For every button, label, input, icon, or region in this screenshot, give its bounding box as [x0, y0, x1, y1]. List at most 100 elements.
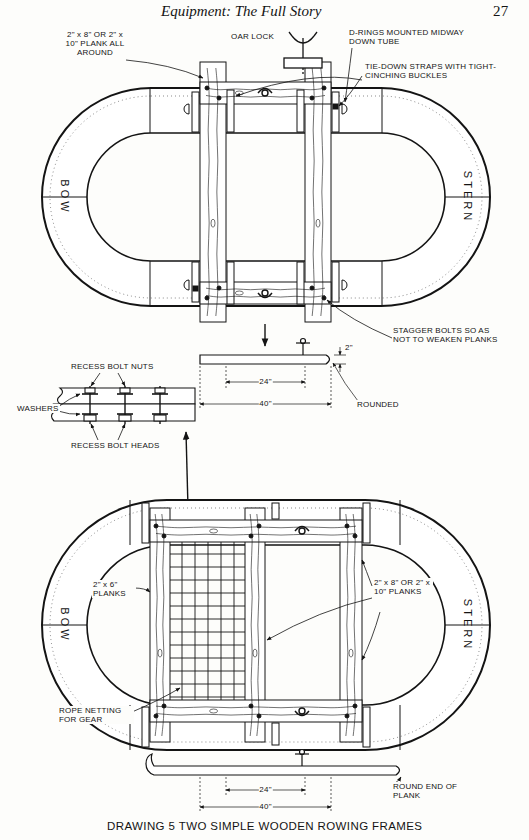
wood-grain	[155, 68, 356, 736]
leader-lines-bottom	[362, 560, 372, 586]
leader-lines-top	[236, 77, 362, 96]
note-label: ROUND END OF PLANK	[392, 782, 484, 800]
rope-netting	[170, 632, 245, 633]
dimension-lines-bottom	[305, 777, 306, 795]
wood-grain	[321, 68, 323, 316]
wood-grain	[206, 295, 325, 297]
rope-netting	[234, 542, 235, 700]
dimension-lines-top	[305, 366, 306, 388]
bolt-detail	[82, 393, 98, 395]
plank-profile-top	[302, 343, 303, 355]
dimension-label: 2"	[344, 343, 354, 352]
oar-lock-exploded	[284, 32, 322, 76]
plank-profile-bottom	[146, 750, 400, 776]
tie-down-straps-top	[192, 90, 339, 304]
d-rings-top	[184, 104, 189, 114]
wood-grain	[206, 88, 325, 90]
figure-caption: DRAWING 5 TWO SIMPLE WOODEN ROWING FRAME…	[106, 820, 423, 833]
dimension-lines-bottom	[200, 777, 331, 812]
rope-netting	[221, 542, 222, 700]
raft-tube-bottom	[42, 500, 490, 750]
leader-lines-top	[327, 300, 392, 338]
oar-lock-exploded	[289, 32, 292, 36]
dimension-lines-top	[340, 364, 341, 372]
running-head: Equipment: The Full Story	[160, 3, 322, 20]
bolt-detail	[82, 413, 98, 415]
dimension-lines-top	[226, 366, 227, 388]
rope-netting	[170, 542, 245, 700]
bolt-detail	[119, 415, 131, 421]
rope-netting	[182, 542, 183, 700]
bolt-detail	[152, 413, 168, 415]
tie-down-straps-bottom	[363, 707, 370, 747]
bolt-detail	[85, 388, 95, 393]
wooden-frame-bottom	[150, 508, 362, 742]
oar-locks-bottom	[295, 527, 309, 716]
wood-grain	[207, 68, 209, 316]
rope-netting	[208, 542, 209, 700]
tie-down-straps-bottom	[142, 503, 149, 543]
dimension-label: 40"	[258, 802, 272, 811]
bolt-detail	[58, 388, 196, 404]
tube-end-label: BOW	[58, 178, 71, 215]
plank-profile-bottom	[301, 754, 302, 766]
rope-netting	[170, 697, 245, 698]
oar-lock-exploded	[314, 32, 317, 36]
oar-locks-top	[262, 90, 268, 96]
tie-down-straps-bottom	[272, 723, 279, 745]
material-label: 2" x 6" PLANKS	[92, 580, 136, 598]
wood-grain	[155, 514, 157, 736]
raft-tube-top	[382, 88, 383, 133]
tie-down-straps-top	[332, 262, 339, 302]
oar-locks-top	[258, 89, 272, 298]
dimension-lines-top	[200, 347, 358, 410]
raft-tube-top	[87, 133, 445, 261]
raft-tube-top	[42, 88, 490, 306]
wood-grain	[156, 533, 356, 535]
page-number: 27	[492, 3, 509, 20]
part-label: WASHERS	[16, 404, 60, 413]
oar-locks-bottom	[295, 711, 309, 716]
d-rings-top	[184, 280, 189, 290]
raft-tube-bottom	[42, 500, 490, 750]
note-label: STAGGER BOLTS SO AS NOT TO WEAKEN PLANKS	[392, 326, 506, 344]
raft-tube-bottom	[130, 500, 131, 545]
rope-netting	[170, 606, 245, 607]
oar-lock-exploded	[284, 58, 322, 68]
rope-netting	[195, 542, 196, 700]
wood-grain	[211, 219, 215, 227]
d-rings-top	[342, 104, 347, 114]
oar-locks-bottom	[299, 528, 305, 534]
bolts-bottom	[257, 524, 261, 528]
leader-lines-detail	[58, 411, 80, 414]
wood-grain	[156, 706, 356, 708]
leader-lines-detail	[186, 432, 188, 508]
part-label: RECESS BOLT NUTS	[70, 362, 154, 371]
wooden-frame-bottom	[150, 700, 362, 722]
plank-profile-bottom	[295, 753, 309, 754]
part-label: TIE-DOWN STRAPS WITH TIGHT-CINCHING BUCK…	[364, 62, 516, 80]
wooden-frame-top	[200, 82, 331, 104]
wooden-frame-top	[200, 282, 331, 304]
rope-netting	[170, 684, 245, 685]
tie-down-straps-bottom	[272, 503, 279, 519]
oar-lock-exploded	[302, 38, 303, 58]
leader-lines-top	[126, 48, 392, 346]
oar-lock-exploded	[302, 68, 303, 76]
dimension-lines-top	[200, 366, 201, 410]
plank-profile-top	[200, 339, 330, 365]
leader-lines-top	[345, 48, 352, 102]
tube-end-label: STERN	[461, 170, 474, 224]
oar-locks-bottom	[299, 708, 305, 714]
wood-grain	[316, 219, 320, 227]
tie-down-straps-top	[297, 262, 304, 304]
wood-grain	[156, 713, 356, 715]
rope-netting	[170, 619, 245, 620]
wood-grain	[156, 526, 356, 528]
wood-grain	[162, 514, 164, 736]
leader-lines-bottom	[132, 560, 401, 785]
wood-grain	[210, 529, 218, 533]
tie-down-straps-top	[332, 92, 339, 132]
raft-tube-bottom	[87, 545, 445, 705]
